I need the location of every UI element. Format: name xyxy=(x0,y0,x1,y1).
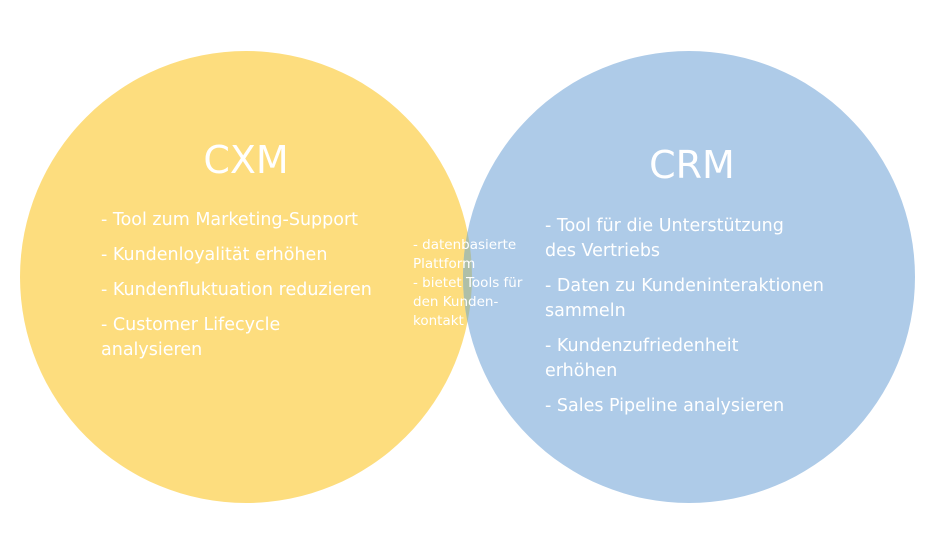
overlap-item-tools-kundenkontakt: - bietet Tools für den Kunden-kontakt xyxy=(413,275,523,329)
crm-title: CRM xyxy=(649,143,735,187)
cxm-circle xyxy=(20,51,472,503)
cxm-item-kundenfluktuation: - Kundenfluktuation reduzieren xyxy=(101,280,372,300)
cxm-list: - Tool zum Marketing-Support - Kundenloy… xyxy=(101,208,372,373)
cxm-item-customer-lifecycle: - Customer Lifecycle analysieren xyxy=(101,315,281,360)
crm-list: - Tool für die Unterstützung des Vertrie… xyxy=(545,214,845,429)
cxm-item-marketing-support: - Tool zum Marketing-Support xyxy=(101,210,359,230)
cxm-item-kundenloyalitaet: - Kundenloyalität erhöhen xyxy=(101,245,328,265)
crm-circle xyxy=(463,51,915,503)
crm-item-sales-pipeline: - Sales Pipeline analysieren xyxy=(545,396,785,416)
overlap-item-datenbasierte-plattform: - datenbasierte Plattform xyxy=(413,237,517,272)
crm-item-kundeninteraktionen: - Daten zu Kundeninteraktionen sammeln xyxy=(545,276,824,321)
overlap-list: - datenbasierte Plattform - bietet Tools… xyxy=(413,236,543,331)
crm-item-kundenzufriedenheit: - Kundenzufriedenheit erhöhen xyxy=(545,336,739,381)
cxm-title: CXM xyxy=(203,138,289,182)
crm-item-vertrieb: - Tool für die Unterstützung des Vertrie… xyxy=(545,216,784,261)
